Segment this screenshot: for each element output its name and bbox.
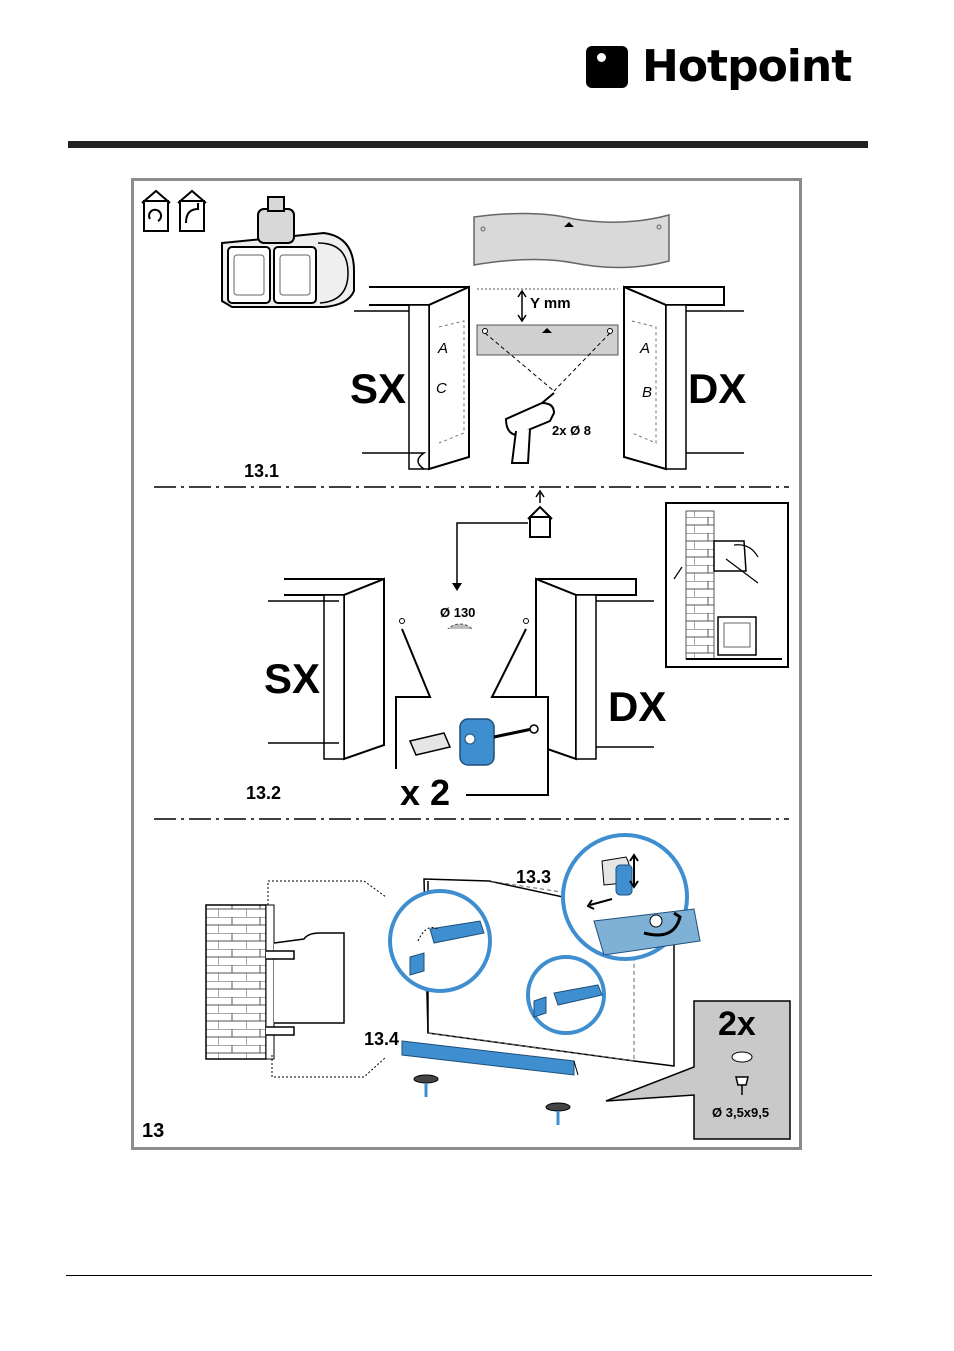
- mark-a-right: A: [639, 340, 650, 357]
- drilling-template: [473, 212, 670, 269]
- footer-rule: [66, 1275, 872, 1276]
- left-cabinet-sx-2: [268, 577, 385, 761]
- label-drill-size: 2x Ø 8: [552, 423, 591, 438]
- label-qty-x2: x 2: [400, 772, 450, 813]
- bracket-detail-right: [526, 955, 606, 1035]
- brand-logo: Hotpoint: [586, 40, 852, 94]
- label-duct-diameter: Ø 130: [440, 605, 475, 620]
- bottle-icon: [257, 196, 295, 244]
- installation-figure: SX A C Y mm 2x Ø 8 A: [131, 178, 802, 1150]
- figure-drawing: SX A C Y mm 2x Ø 8 A: [141, 189, 791, 1142]
- step-label-13-3: 13.3: [516, 867, 551, 887]
- label-y-mm: Y mm: [530, 295, 571, 312]
- step-13-2: Ø 130 SX DX x 2: [246, 489, 789, 813]
- exhaust-icon: [177, 189, 207, 232]
- label-13-2-left: SX: [264, 655, 320, 702]
- right-cabinet-dx-2: [535, 577, 654, 761]
- label-13-1-right: DX: [688, 365, 746, 412]
- hole-right: [523, 618, 529, 624]
- hardware-screw-size: Ø 3,5x9,5: [712, 1105, 769, 1120]
- qty-badge-bg: [392, 769, 466, 809]
- hotpoint-logo-icon: [586, 46, 628, 88]
- mark-c: C: [436, 380, 447, 397]
- figure-number: 13: [142, 1120, 164, 1142]
- label-13-1-left: SX: [350, 365, 406, 412]
- hood-drill-guide: [476, 288, 619, 392]
- hardware-callout: [605, 1000, 791, 1140]
- wall-cabinet-illustration: [221, 196, 355, 308]
- adjustment-detail: [561, 833, 701, 961]
- step-13-3-4: 13.3 13.4 2x Ø 3,5x9,5 13: [142, 833, 791, 1142]
- hole-left: [399, 618, 405, 624]
- exhaust-house-icon: [527, 489, 553, 538]
- step-13-1: SX A C Y mm 2x Ø 8 A: [141, 189, 746, 481]
- screw-icon: [735, 1076, 749, 1095]
- drill-icon: [504, 392, 556, 464]
- header-rule: [68, 141, 868, 148]
- step-label-13-4: 13.4: [364, 1029, 399, 1049]
- brick-wall-section: [205, 880, 387, 1078]
- recirculation-icon: [141, 189, 171, 232]
- hardware-qty: 2x: [718, 1005, 756, 1043]
- right-cabinet-dx: [623, 285, 744, 471]
- bottom-panel: [401, 1040, 579, 1125]
- bracket-detail-left: [388, 889, 492, 993]
- brand-name: Hotpoint: [642, 41, 852, 92]
- step-label-13-1: 13.1: [244, 461, 279, 481]
- washer-icon: [731, 1051, 753, 1063]
- step-label-13-2: 13.2: [246, 783, 281, 803]
- mark-b: B: [642, 384, 652, 401]
- left-cabinet-sx: [354, 285, 470, 471]
- label-13-2-right: DX: [608, 683, 666, 730]
- mark-a-left: A: [437, 340, 448, 357]
- wall-plug-callout: [395, 628, 549, 796]
- installed-hood-inset: [665, 502, 789, 668]
